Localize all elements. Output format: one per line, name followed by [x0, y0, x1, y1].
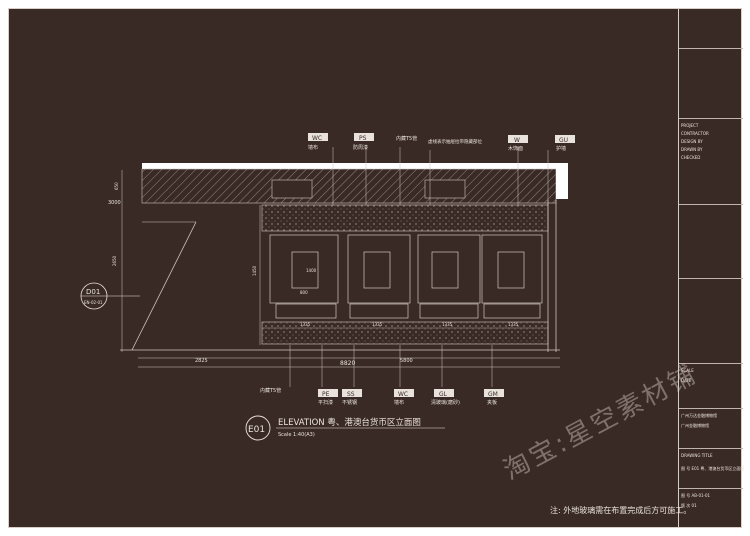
top-tag-code-6: GU [559, 137, 568, 144]
cabinet-group [269, 234, 543, 319]
top-leaders [332, 147, 549, 205]
bottom-tag-desc-3: 不锈钢 [342, 399, 357, 406]
bottom-tag-desc-4: 墙布 [394, 399, 404, 406]
tb-row-1: CONTRACTOR [681, 131, 709, 136]
drawing-title: ELEVATION 粤、港澳台货币区立面图 [278, 417, 421, 428]
dim-sub-b: 1335 [372, 322, 383, 327]
bottom-tag-box-2 [318, 389, 338, 397]
wall-dotted-band [261, 204, 549, 232]
tb-row-0: PROJECT [681, 123, 699, 128]
title-block: PROJECT CONTRACTOR DESIGN BY DRAWN BY CH… [678, 8, 745, 528]
top-tag-code-5: W [514, 137, 520, 144]
bottom-tag-desc-1: 内藏T5管 [260, 387, 281, 394]
ceiling-white-corner [556, 163, 568, 199]
tb-row-6: DATE [681, 378, 692, 383]
construction-note: 注: 外地玻璃需在布置完成后方可施工。 [550, 506, 692, 515]
tb-row-12: 版 次 01 [681, 503, 697, 508]
dim-vert-mid: 2650 [112, 255, 117, 266]
bottom-leaders [289, 345, 493, 387]
dim-sub-a: 1335 [300, 322, 311, 327]
bottom-tag-code-3: SS [347, 391, 355, 398]
tb-row-5: SCALE [681, 368, 694, 373]
tb-row-7: 广州万达金融博物馆 [681, 413, 717, 418]
top-tag-desc-3: 内藏T5管 [396, 135, 417, 142]
dim-sub-d: 1335 [508, 322, 519, 327]
bottom-tag-box-4 [394, 389, 414, 397]
bottom-tag-code-4: WC [398, 391, 408, 398]
tb-row-4: CHECKED [681, 155, 701, 160]
top-tag-box-1 [308, 133, 328, 141]
drawing-code-circle [245, 415, 271, 441]
top-tag-box-6 [555, 135, 575, 143]
bottom-tag-code-2: PE [322, 391, 330, 398]
drawing-sheet [8, 8, 742, 528]
tb-row-2: DESIGN BY [681, 139, 703, 144]
bottom-tag-code-5: GL [439, 391, 448, 398]
ceiling-hatch-band [141, 168, 557, 204]
dim-right: 5800 [400, 358, 413, 364]
tb-row-3: DRAWN BY [681, 147, 703, 152]
top-tag-desc-5: 木饰面 [508, 145, 523, 152]
dim-vert-low: 1450 [252, 265, 257, 276]
dim-left: 2825 [195, 358, 208, 364]
top-tag-box-5 [508, 135, 528, 143]
ceiling-white-strip [142, 163, 568, 169]
tb-row-10: 图 号 E01 粤、港澳台货币区立面图 [681, 466, 745, 471]
left-wall-slant [131, 221, 197, 351]
bottom-tag-box-6 [484, 389, 504, 397]
bottom-tag-box-3 [342, 389, 362, 397]
bottom-tag-code-6: GM [488, 391, 498, 398]
top-tag-desc-1: 墙布 [308, 144, 318, 151]
top-tag-desc-4: 虚线表示抽屉拉带隐藏部位 [428, 138, 482, 145]
top-tag-code-1: WC [312, 135, 322, 142]
bottom-tag-box-5 [434, 389, 454, 397]
bottom-tag-desc-2: 平扫漆 [318, 399, 333, 406]
dim-top-band: 650 [114, 182, 119, 190]
panel-width: 800 [300, 290, 308, 295]
tb-row-8: 广州金融博物馆 [681, 423, 709, 428]
tb-row-9: DRAWING TITLE [681, 453, 713, 458]
bottom-tag-desc-6: 夹板 [487, 399, 497, 406]
fixture-box-right [424, 179, 466, 199]
drawing-scale: Scale 1:40(A3) [278, 432, 315, 438]
top-tag-desc-2: 防周漆 [353, 144, 368, 151]
tb-row-11: 图 号 AB-01-01 [681, 493, 711, 498]
top-tag-box-2 [354, 133, 374, 141]
ref-sub: EN-02-01 [84, 300, 103, 305]
ref-code: D01 [86, 288, 100, 296]
dim-height-left: 3000 [108, 200, 121, 206]
dim-total: 8820 [340, 360, 355, 367]
bottom-tag-desc-5: 清玻璃(磨砂) [431, 399, 460, 406]
drawing-code: E01 [248, 425, 265, 435]
panel-height: 1400 [306, 268, 317, 273]
top-tag-code-2: PS [359, 135, 367, 142]
fixture-box-left [271, 179, 313, 199]
dim-sub-c: 1335 [442, 322, 453, 327]
top-tag-desc-6: 护墙 [556, 145, 566, 152]
